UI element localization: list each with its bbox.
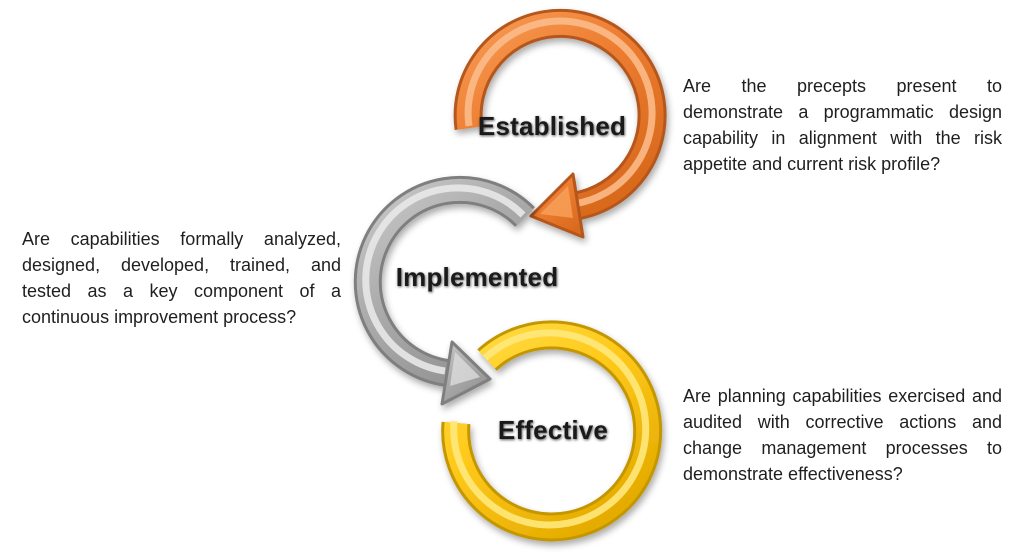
stage-label-implemented: Implemented [395,262,559,292]
stage-label-effective: Effective [497,415,609,445]
effective-ring-icon [441,320,663,542]
note-implemented: Are capabilities formally analyzed, desi… [22,229,341,327]
implemented-arrow-icon [353,175,535,406]
note-established: Are the precepts present to demonstrate … [683,76,1002,174]
note-effective: Are planning capabilities exercised and … [683,386,1002,484]
established-arrow-icon [453,8,667,239]
stage-label-established: Established [477,111,627,141]
